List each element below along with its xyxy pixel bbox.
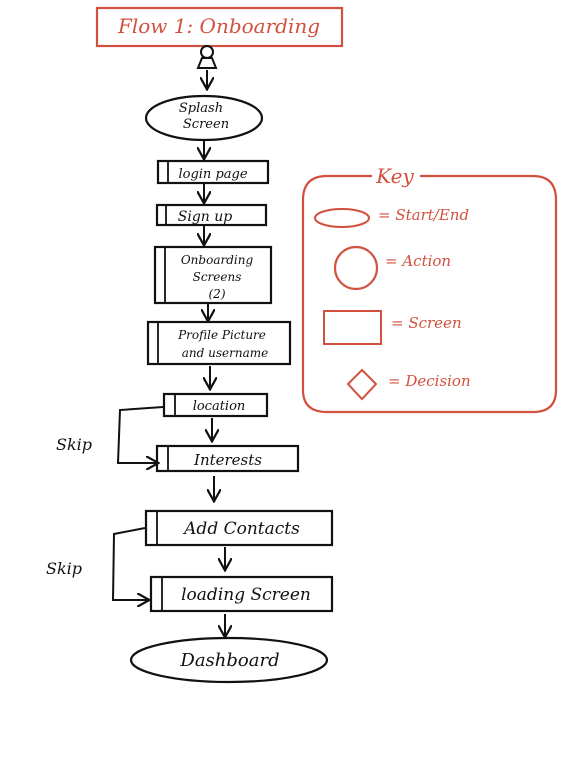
- node-location: location: [162, 392, 269, 418]
- profile-label-2: and username: [182, 346, 268, 360]
- onboarding-label-3: (2): [209, 287, 226, 301]
- legend-item-screen: = Screen: [323, 310, 462, 345]
- splash-label-2: Screen: [183, 117, 229, 132]
- legend-label-action: = Action: [385, 252, 451, 270]
- node-login-page: login page: [156, 159, 270, 185]
- onboarding-label-2: Screens: [193, 270, 242, 284]
- skip-arrow: [116, 406, 164, 463]
- legend-item-start-end: = Start/End: [314, 206, 469, 228]
- skip-label: Skip: [46, 559, 82, 578]
- legend-label-decision: = Decision: [388, 372, 471, 390]
- profile-label-1: Profile Picture: [177, 328, 266, 342]
- legend-label-start-end: = Start/End: [378, 206, 469, 224]
- node-interests: Interests: [155, 444, 300, 473]
- skip-label: Skip: [56, 435, 92, 454]
- node-loading-screen: loading Screen: [149, 575, 334, 613]
- person-icon: [196, 45, 218, 69]
- node-add-contacts: Add Contacts: [144, 509, 334, 547]
- node-dashboard: Dashboard: [129, 636, 329, 684]
- loading-label: loading Screen: [181, 585, 311, 605]
- oval-shape-icon: [314, 208, 370, 228]
- location-label: location: [193, 399, 246, 414]
- skip-arrow: [111, 527, 148, 600]
- add-contacts-label: Add Contacts: [182, 519, 300, 539]
- node-splash-screen: Splash Screen: [144, 94, 264, 142]
- signup-label: Sign up: [178, 209, 233, 225]
- node-onboarding-screens: Onboarding Screens (2): [153, 245, 273, 305]
- rectangle-shape-icon: [323, 310, 382, 345]
- legend-title: Key: [375, 164, 414, 188]
- node-profile-picture: Profile Picture and username: [146, 320, 292, 366]
- splash-label-1: Splash: [179, 101, 223, 116]
- login-label: login page: [178, 167, 247, 182]
- circle-shape-icon: [333, 245, 379, 291]
- legend: Key = Start/End = Action = Screen = Deci…: [301, 164, 558, 414]
- diagram-title: Flow 1: Onboarding: [95, 6, 344, 48]
- legend-item-action: = Action: [333, 245, 451, 291]
- legend-label-screen: = Screen: [391, 314, 462, 332]
- title-text: Flow 1: Onboarding: [117, 14, 320, 38]
- interests-label: Interests: [193, 451, 262, 469]
- diamond-shape-icon: [346, 368, 378, 401]
- node-sign-up: Sign up: [155, 203, 268, 227]
- onboarding-label-1: Onboarding: [181, 253, 254, 267]
- dashboard-label: Dashboard: [179, 650, 279, 671]
- legend-item-decision: = Decision: [346, 368, 471, 401]
